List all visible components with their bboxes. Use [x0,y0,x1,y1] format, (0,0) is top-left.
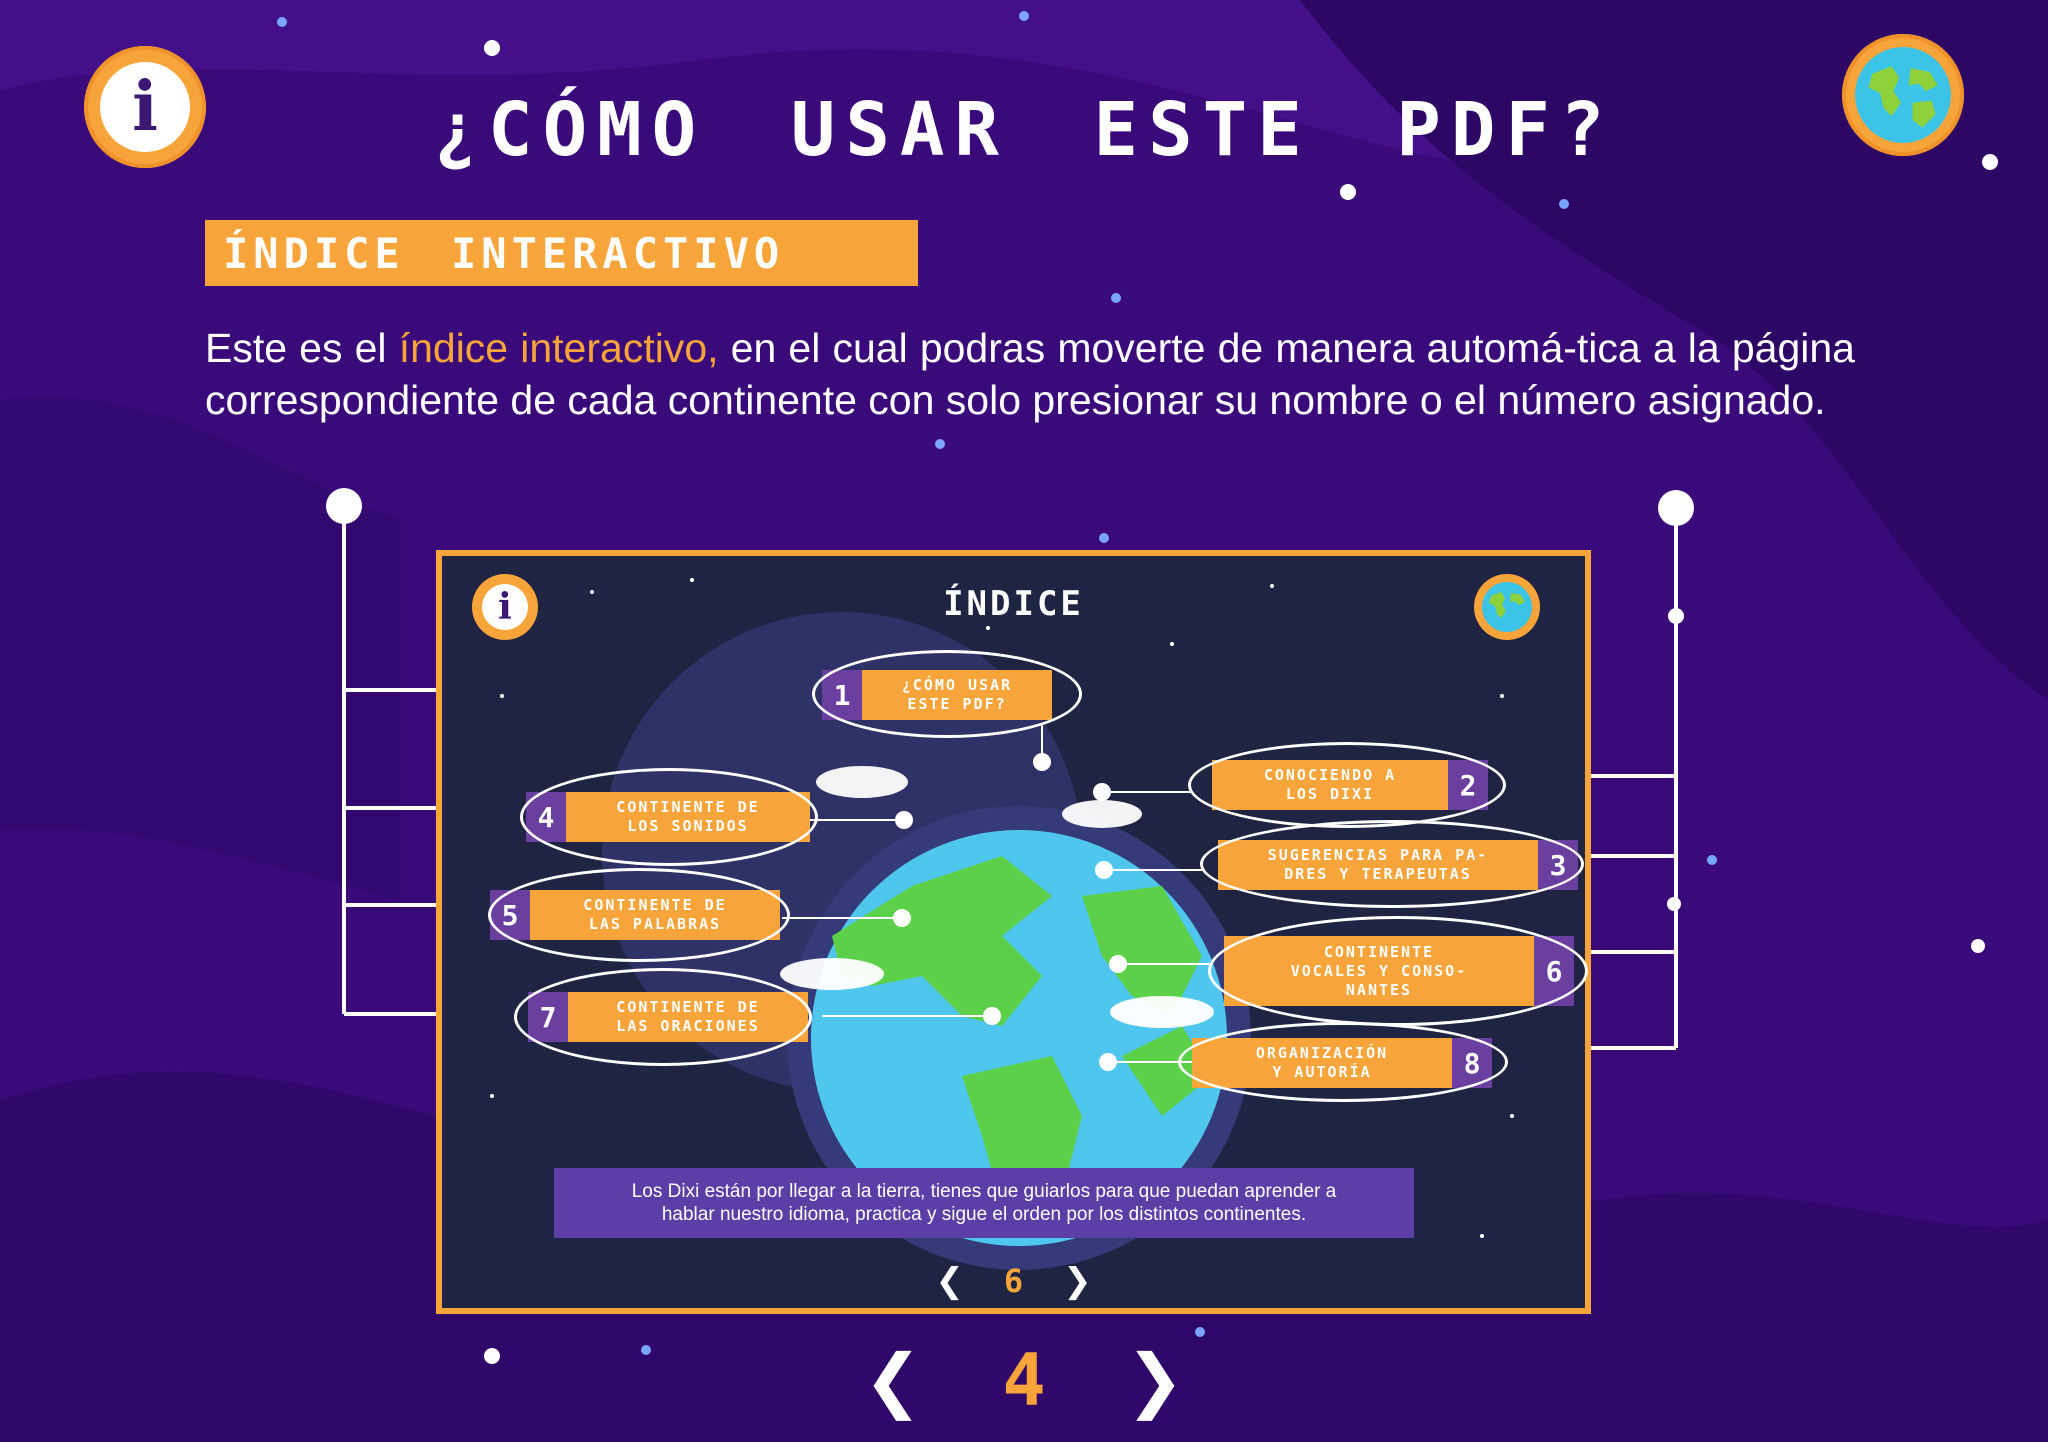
index-preview: i ÍNDICE 1 ¿CÓMO USAR ESTE PDF? CONOCIEN… [436,550,1591,1314]
preview-pagination: ❮ 6 ❯ [442,1256,1585,1306]
globe-button[interactable] [1842,34,1964,156]
preview-info-button[interactable]: i [472,574,538,640]
description-before: Este es el [205,325,399,371]
description-after: en el cual podras moverte de manera auto… [205,325,1855,423]
preview-info-icon-glyph: i [498,586,512,628]
pagination: ❮ 4 ❯ [0,1330,2048,1430]
info-button[interactable]: i [84,46,206,168]
page-title: ¿CÓMO USAR ESTE PDF? [433,87,1615,173]
page-number: 4 [1002,1338,1046,1422]
preview-caption: Los Dixi están por llegar a la tierra, t… [554,1168,1414,1238]
preview-next-arrow-icon[interactable]: ❯ [1063,1261,1092,1301]
index-item-ring [1208,916,1588,1026]
index-item-ring [1200,820,1584,908]
index-item-ring [488,868,790,962]
preview-info-icon: i [482,584,528,630]
index-item-ring [812,650,1082,738]
index-item-ring [514,968,812,1066]
description-text: Este es el índice interactivo, en el cua… [205,322,1855,426]
index-item-ring [520,768,818,866]
preview-page-number: 6 [1003,1262,1024,1300]
preview-globe-icon [1482,582,1532,632]
next-page-button[interactable]: ❯ [1125,1339,1185,1421]
index-item-ring [1188,742,1506,828]
info-icon: i [100,62,190,152]
index-item-ring [1178,1022,1508,1102]
description-highlight: índice interactivo, [398,325,719,371]
preview-title: ÍNDICE [943,584,1084,624]
preview-prev-arrow-icon[interactable]: ❮ [935,1261,964,1301]
globe-icon [1855,47,1951,143]
section-label: ÍNDICE INTERACTIVO [205,220,918,286]
info-icon-glyph: i [132,67,158,147]
preview-globe-button[interactable] [1474,574,1540,640]
prev-page-button[interactable]: ❮ [863,1339,923,1421]
